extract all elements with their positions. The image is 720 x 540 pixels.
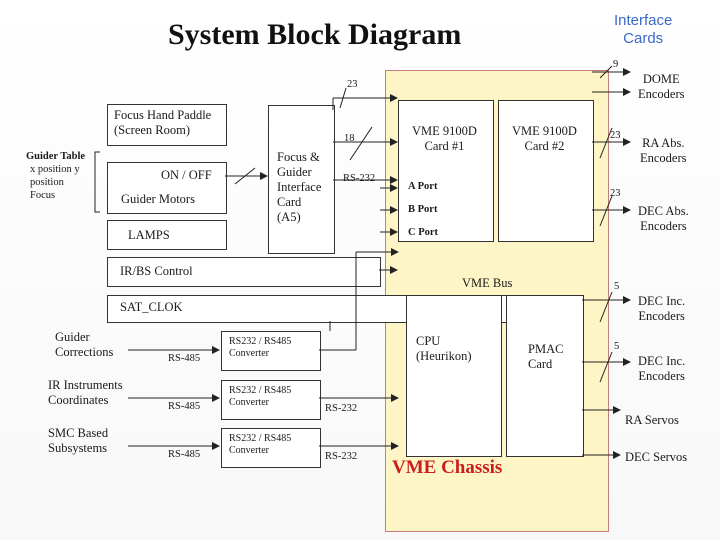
bus-width-23-ra: 23 (610, 130, 621, 141)
converter-label-3: RS232 / RS485 Converter (229, 433, 292, 456)
focus-guider-card-box (268, 105, 335, 254)
on-off-label: ON / OFF (161, 168, 212, 182)
rs485-label-1: RS-485 (168, 353, 201, 364)
vme-card-2-label: VME 9100D Card #2 (512, 124, 577, 153)
guider-corrections-label: Guider Corrections (55, 330, 114, 359)
ra-servos-label: RA Servos (625, 413, 679, 427)
a-port-label: A Port (408, 181, 438, 192)
dec-abs-encoders-label: DEC Abs. Encoders (638, 204, 689, 233)
bus-width-9: 9 (613, 59, 619, 70)
focus-hand-paddle-label: Focus Hand Paddle (Screen Room) (114, 108, 212, 137)
c-port-label: C Port (408, 227, 439, 238)
bus-width-23-dec: 23 (610, 188, 621, 199)
sat-clok-label: SAT_CLOK (120, 300, 183, 314)
bus-width-23-top: 23 (347, 79, 358, 90)
converter-box-1 (221, 331, 321, 371)
cpu-label: CPU (Heurikon) (416, 334, 472, 363)
converter-box-2 (221, 380, 321, 420)
pmac-box (506, 295, 584, 457)
pmac-label: PMAC Card (528, 342, 564, 371)
rs485-label-3: RS-485 (168, 449, 201, 460)
converter-label-1: RS232 / RS485 Converter (229, 336, 292, 359)
focus-guider-card-label: Focus & Guider Interface Card (A5) (277, 150, 322, 224)
bus-width-5-b: 5 (614, 341, 620, 352)
guider-motors-label: Guider Motors (121, 192, 195, 206)
bus-width-18: 18 (344, 133, 355, 144)
vme-bus-label: VME Bus (462, 276, 513, 290)
lamps-box (107, 220, 227, 250)
rs232-mid-label: RS-232 (325, 403, 358, 414)
rs232-bot-label: RS-232 (325, 451, 358, 462)
b-port-label: B Port (408, 204, 438, 215)
cpu-box (406, 295, 502, 457)
interface-cards-label: Interface Cards (614, 12, 673, 47)
ir-bs-control-label: IR/BS Control (120, 264, 193, 278)
dec-inc-encoders-label-2: DEC Inc. Encoders (638, 354, 686, 383)
guider-table-items: x position y position Focus (30, 164, 80, 201)
ir-bs-control-box (107, 257, 381, 287)
converter-label-2: RS232 / RS485 Converter (229, 385, 292, 408)
ir-instruments-label: IR Instruments Coordinates (48, 378, 123, 407)
sat-clok-box (107, 295, 581, 323)
dome-encoders-label: DOME Encoders (638, 72, 685, 101)
page-title: System Block Diagram (168, 18, 462, 51)
dec-servos-label: DEC Servos (625, 450, 688, 464)
smc-subsystems-label: SMC Based Subsystems (48, 426, 109, 455)
guider-table-label: Guider Table (26, 151, 86, 162)
focus-hand-paddle-box (107, 104, 227, 146)
converter-box-3 (221, 428, 321, 468)
vme-chassis-label: VME Chassis (392, 457, 503, 478)
lamps-label: LAMPS (128, 228, 170, 242)
vme-card-1-label: VME 9100D Card #1 (412, 124, 477, 153)
rs232-top-label: RS-232 (343, 173, 376, 184)
bus-width-5-a: 5 (614, 281, 620, 292)
ra-abs-encoders-label: RA Abs. Encoders (640, 136, 687, 165)
vme-card-2-box (498, 100, 594, 242)
dec-inc-encoders-label-1: DEC Inc. Encoders (638, 294, 686, 323)
on-off-box (107, 162, 227, 214)
vme-card-1-box (398, 100, 494, 242)
rs485-label-2: RS-485 (168, 401, 201, 412)
